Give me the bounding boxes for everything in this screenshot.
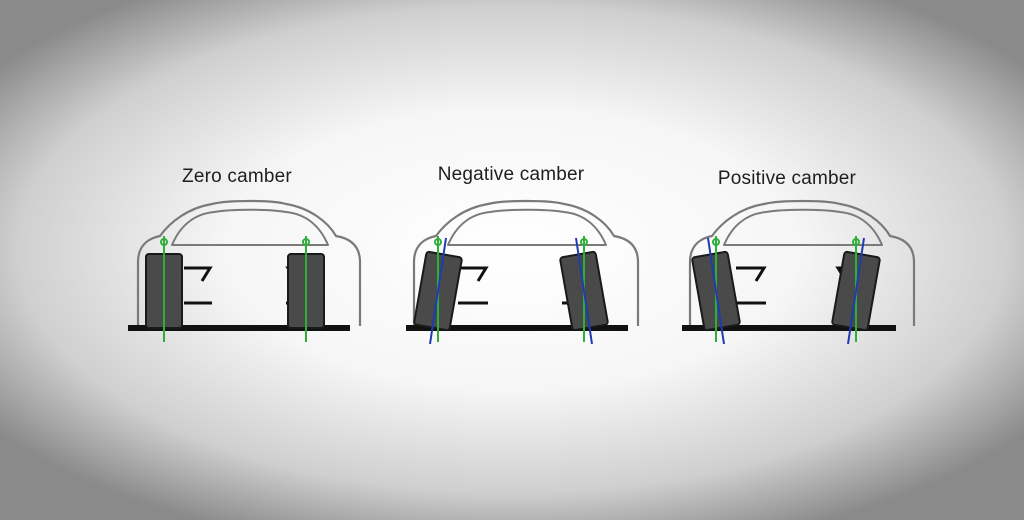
diagram-zero-camber: Zero camber (72, 0, 402, 520)
negative-camber-illustration (406, 199, 640, 345)
ground-line (406, 325, 628, 331)
diagram-title: Positive camber (717, 168, 857, 189)
car-body-outline (412, 199, 640, 326)
car-body-outline (688, 199, 916, 326)
diagram-title: Negative camber (437, 164, 585, 185)
suspension-arm-left (736, 266, 767, 305)
ground-line (128, 325, 350, 331)
diagram-title: Zero camber (182, 166, 292, 187)
car-body-outline (136, 199, 362, 326)
suspension-arm-left (184, 266, 213, 305)
wheel-axis-lines (707, 237, 865, 345)
suspension-arm-left (458, 266, 489, 305)
diagram-positive-camber: Positive camber (622, 0, 952, 520)
diagram-negative-camber: Negative camber (346, 0, 676, 520)
zero-camber-illustration (128, 199, 362, 342)
wheel-axis-lines (429, 237, 593, 345)
vertical-reference-lines (160, 236, 310, 342)
positive-camber-illustration (682, 199, 916, 345)
ground-line (682, 325, 896, 331)
